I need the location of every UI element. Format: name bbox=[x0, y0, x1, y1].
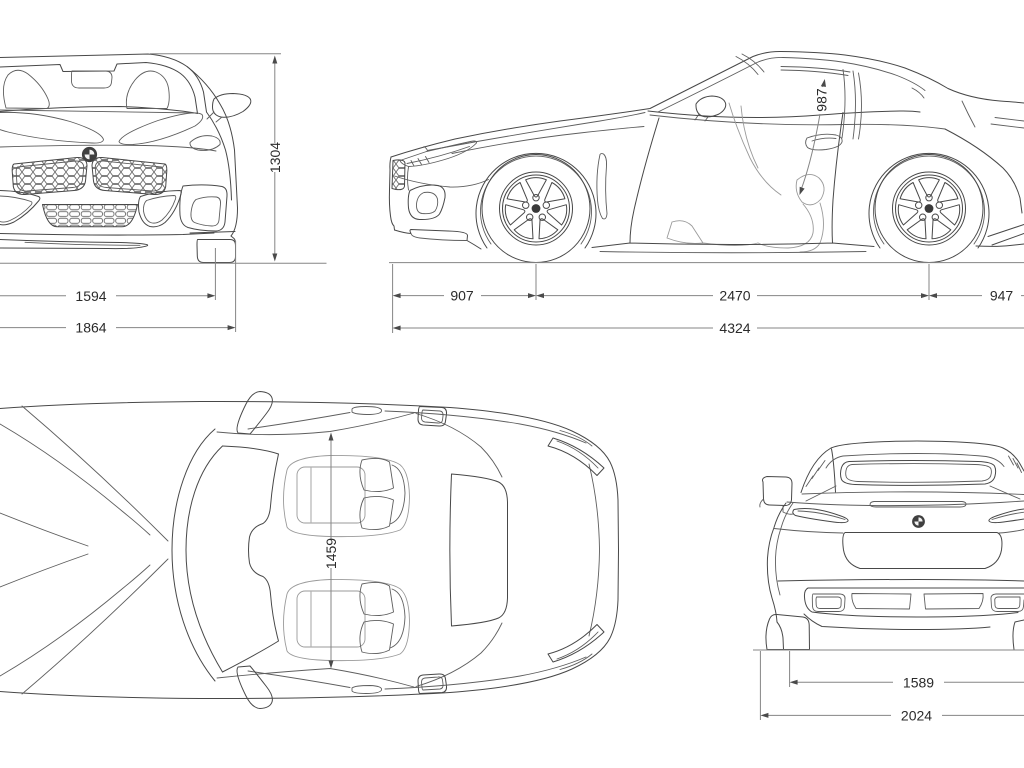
svg-text:907: 907 bbox=[450, 288, 474, 304]
svg-text:1459: 1459 bbox=[323, 538, 339, 569]
svg-text:2470: 2470 bbox=[719, 288, 750, 304]
svg-text:1594: 1594 bbox=[75, 288, 106, 304]
svg-text:4324: 4324 bbox=[719, 320, 750, 336]
svg-text:947: 947 bbox=[990, 288, 1014, 304]
svg-text:1864: 1864 bbox=[75, 320, 106, 336]
svg-text:2024: 2024 bbox=[901, 707, 932, 723]
svg-text:1589: 1589 bbox=[903, 674, 934, 690]
svg-text:987: 987 bbox=[814, 88, 830, 112]
svg-text:1304: 1304 bbox=[267, 142, 283, 173]
